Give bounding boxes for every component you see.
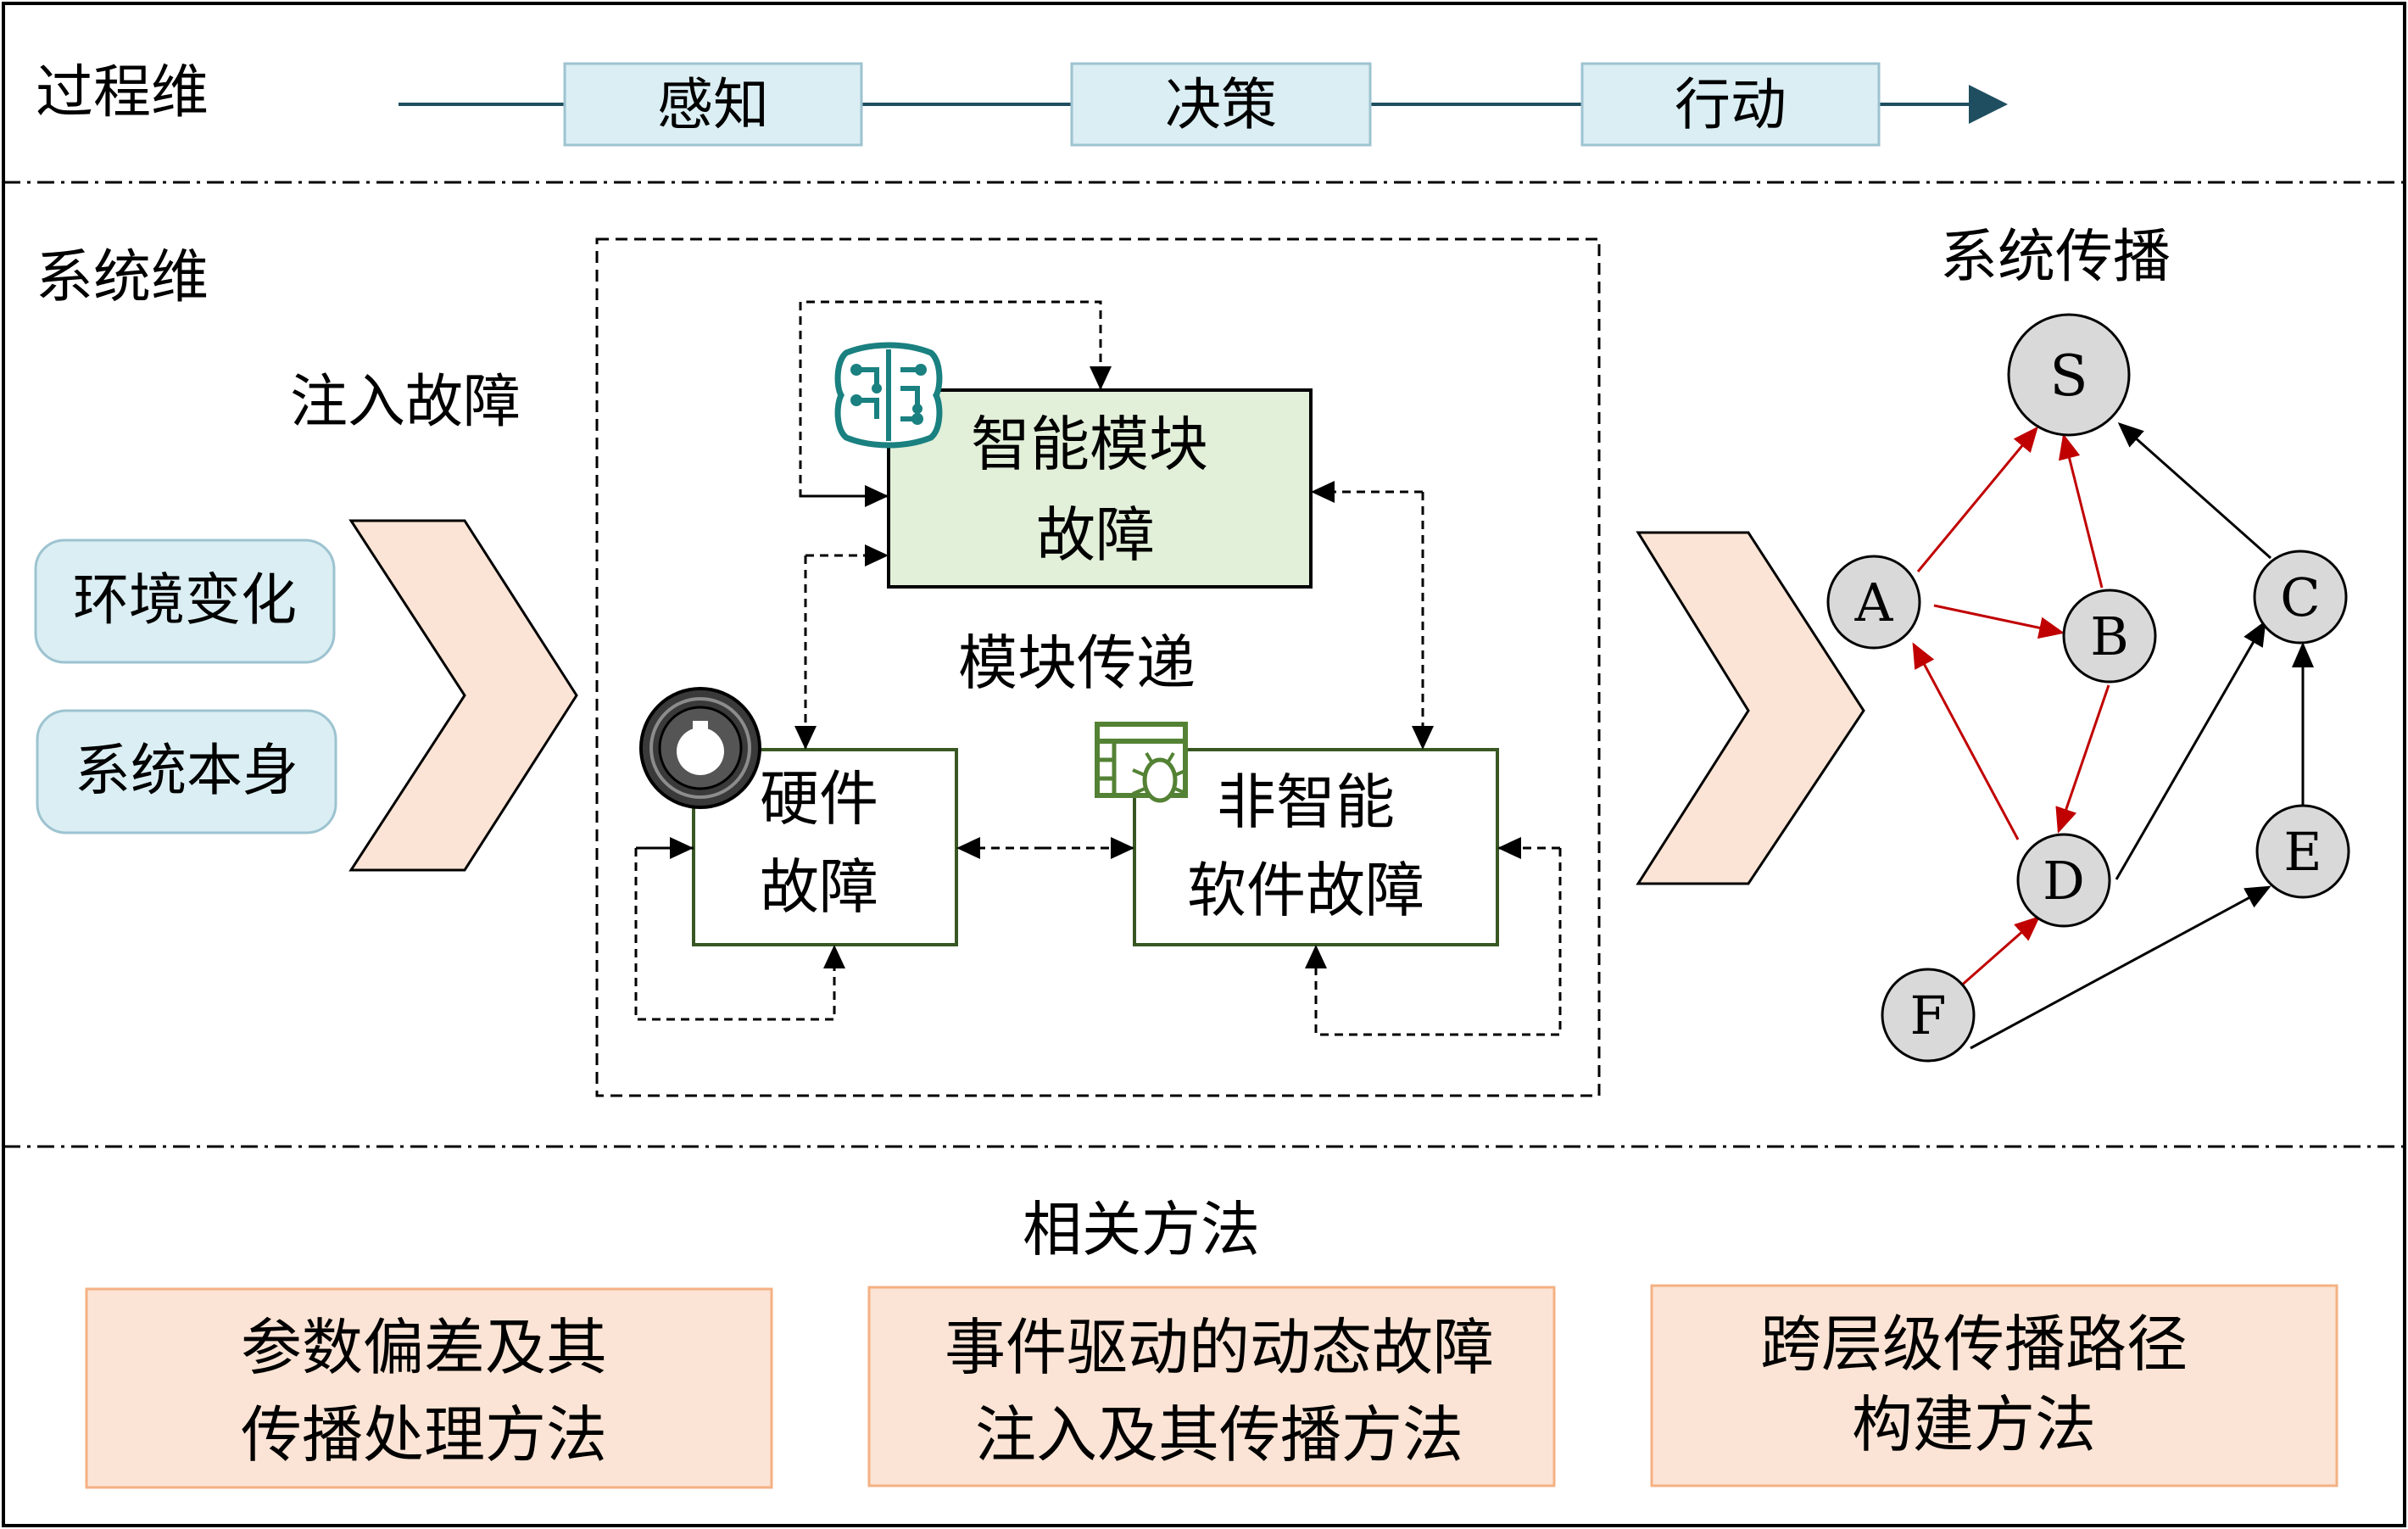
node-b [2062,589,2157,684]
inject-fault-label: 注入故障 [290,369,521,436]
method-3-line1: 跨层级传播路径 [1760,1309,2188,1380]
node-s-label: S [2049,343,2087,409]
node-f-label: F [1909,985,1946,1046]
edge-f-to-d [1959,916,2041,989]
source-environment-box [34,538,336,664]
sw-self-loop-arrow [1305,848,1562,1036]
node-a [1826,555,1921,650]
module-dashed-connectors [634,300,1562,1036]
method-box-2 [867,1286,1556,1487]
propagation-nodes: S A B C D E F [1826,313,2350,1063]
propagation-title: 系统传播 [1940,224,2171,291]
software-line1: 非智能 [1217,767,1395,837]
software-fault-box [1133,748,1499,946]
hardware-line1: 硬件 [760,764,878,834]
propagation-edges [1912,422,2314,1050]
stage-perceive-label: 感知 [657,72,769,137]
node-d-label: D [2043,850,2085,912]
node-d [2016,833,2111,928]
hardware-line2: 故障 [760,852,878,922]
stage-perceive-box [563,62,863,147]
edge-a-to-b [1933,604,2065,639]
inject-chevron-arrow [348,519,578,872]
edge-a-to-s [1916,426,2038,572]
method-3-line2: 构建方法 [1852,1389,2096,1460]
method-box-3 [1650,1284,2338,1487]
stage-decide-box [1070,62,1372,147]
process-arrowhead [1969,85,2008,124]
edge-b-to-d [2055,684,2110,834]
node-e-label: E [2283,821,2322,883]
ai-circuit-brain-icon [834,342,943,449]
edge-f-to-e [1970,885,2271,1050]
edge-d-to-c [2115,620,2266,880]
edge-d-to-a [1912,642,2020,840]
software-bug-icon [1095,722,1188,803]
stage-act-label: 行动 [1675,72,1786,137]
edge-b-to-s [2058,433,2104,589]
method-2-line2: 注入及其传播方法 [975,1399,1463,1470]
hardware-gear-icon [639,687,761,809]
node-c [2253,550,2348,645]
source-environment-label: 环境变化 [73,567,297,633]
node-c-label: C [2280,566,2320,628]
stage-act-box [1580,62,1881,147]
node-b-label: B [2090,605,2129,667]
stage-decide-label: 决策 [1165,72,1277,137]
system-dimension-label: 系统维 [36,244,209,311]
method-2-line1: 事件驱动的动态故障 [945,1312,1494,1383]
module-transfer-label: 模块传递 [958,628,1196,698]
method-1-line1: 参数偏差及其 [241,1312,607,1383]
propagate-chevron-arrow [1636,531,1865,885]
methods-title: 相关方法 [1023,1195,1260,1264]
method-box-1 [85,1287,773,1489]
source-system-label: 系统本身 [75,738,298,803]
edge-c-to-s [2117,422,2271,560]
ai-module-line1: 智能模块 [971,410,1208,479]
process-dimension-label: 过程维 [36,59,209,126]
node-a-label: A [1854,572,1894,633]
node-e [2255,804,2350,899]
software-line2: 软件故障 [1187,856,1424,925]
ai-module-line2: 故障 [1036,500,1155,570]
ai-module-fault-box [887,388,1313,589]
method-1-line2: 传播处理方法 [241,1399,607,1470]
module-container [595,237,1601,1097]
node-f [1881,968,1976,1063]
hw-self-loop-arrow [634,846,845,1021]
node-s [2007,313,2131,437]
source-system-box [36,709,337,834]
